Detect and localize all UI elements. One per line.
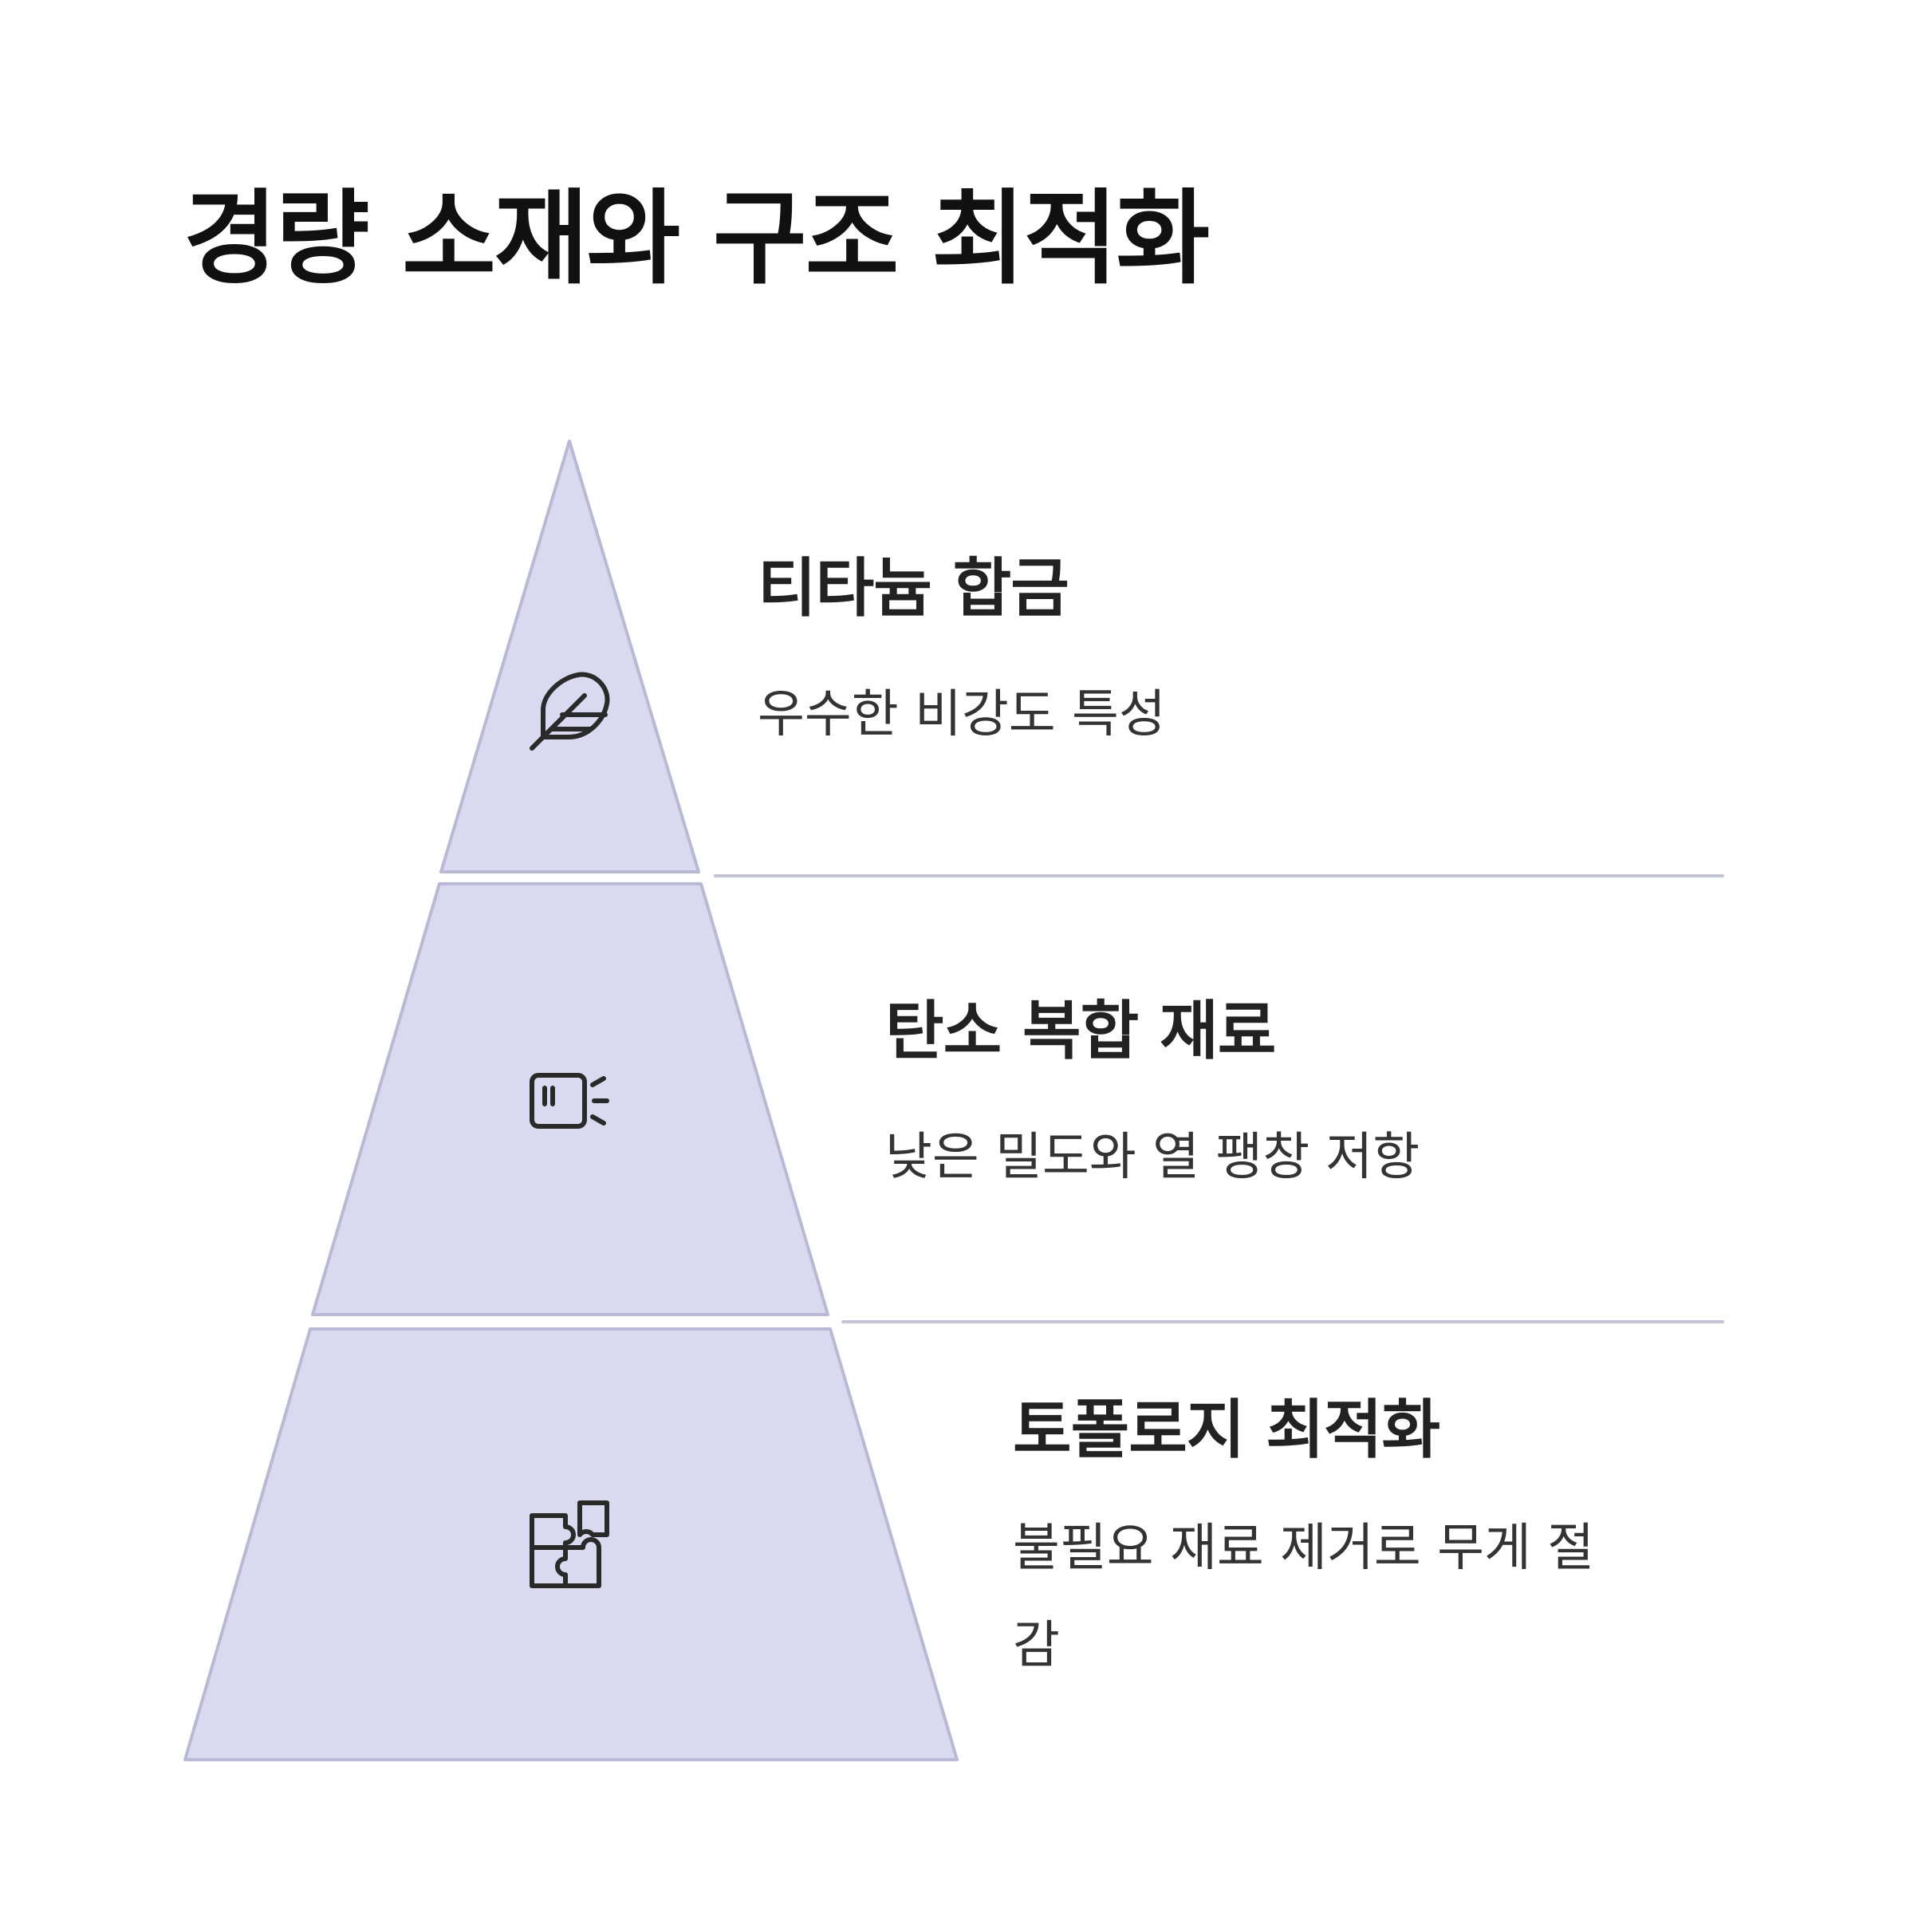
tier-middle-description: 낮은 밀도와 열 팽창 저항	[885, 1128, 1420, 1187]
pyramid-tier-bottom	[183, 1327, 959, 1761]
tier-top-heading: 티타늄 합금	[758, 551, 1069, 625]
tier-bottom-text: 토폴로지 최적화 불필요 재료 제거로 무게 절감	[1013, 1392, 1914, 1694]
tier-bottom-heading: 토폴로지 최적화	[1013, 1393, 1440, 1467]
tier-middle-text: 탄소 복합 재료 낮은 밀도와 열 팽창 저항	[885, 993, 1810, 1207]
page-title: 경량 소재와 구조 최적화	[183, 179, 1210, 298]
tier-middle-heading: 탄소 복합 재료	[885, 994, 1276, 1068]
panel-signal-icon	[530, 1073, 609, 1129]
feather-icon	[530, 672, 610, 751]
pyramid-tier-top	[439, 440, 700, 873]
pyramid-tier-middle	[311, 882, 829, 1316]
puzzle-icon	[530, 1500, 609, 1588]
tier-top-description: 우수한 비강도 특성	[758, 685, 1166, 744]
tier-bottom-description: 불필요 재료 제거로 무게 절감	[1013, 1519, 1595, 1675]
tier-top-text: 티타늄 합금 우수한 비강도 특성	[758, 550, 1683, 764]
